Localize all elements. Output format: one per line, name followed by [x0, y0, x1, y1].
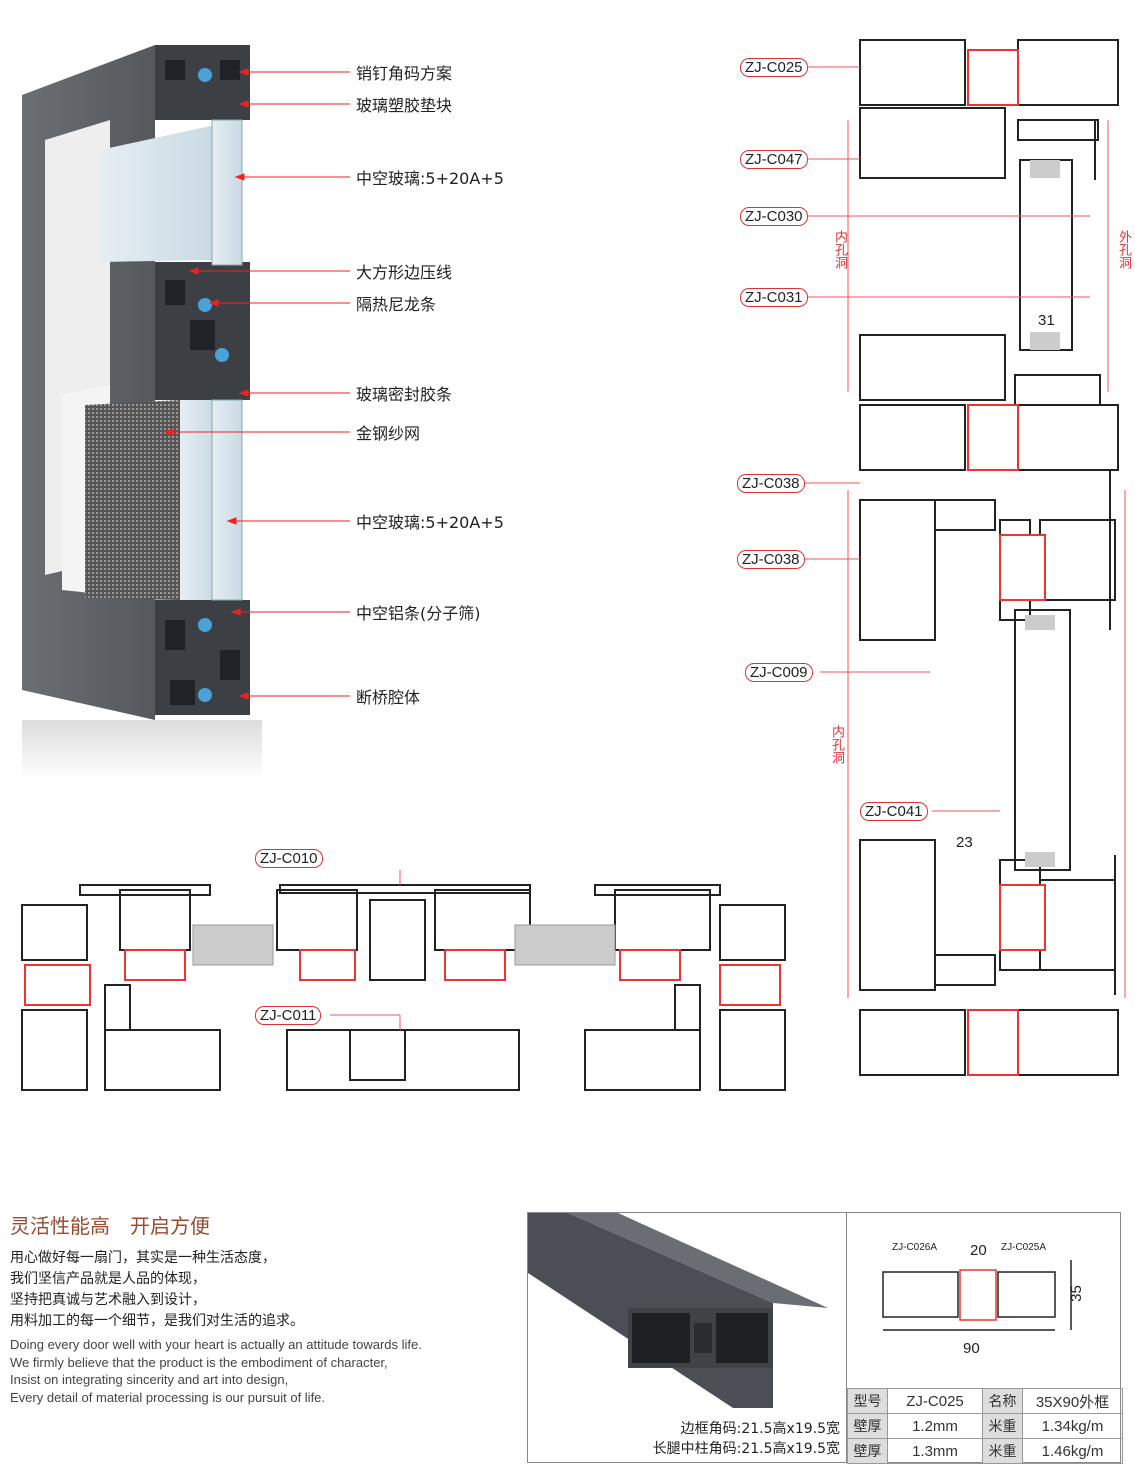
profile-code-label: ZJ-C041	[860, 802, 928, 821]
intro-cn-line: 我们坚信产品就是人品的体现，	[10, 1271, 206, 1287]
corner-spec: 长腿中柱角码:21.5高x19.5宽	[652, 1441, 840, 1457]
callout-label: 销钉角码方案	[356, 64, 453, 83]
diagram-dim-width: 90	[963, 1340, 980, 1357]
diagram-right-code: ZJ-C025A	[1001, 1242, 1047, 1253]
diagram-left-code: ZJ-C026A	[892, 1242, 938, 1253]
inner-hole-label: 内孔洞	[832, 230, 847, 269]
profile-code-label: ZJ-C030	[740, 207, 808, 226]
section-heading: 灵活性能高 开启方便	[10, 1214, 210, 1238]
product-panel	[527, 1212, 1121, 1463]
corner-spec: 边框角码:21.5高x19.5宽	[680, 1421, 840, 1437]
intro-cn-line: 用心做好每一扇门，其实是一种生活态度，	[10, 1250, 276, 1266]
cell: 1.34kg/m	[1022, 1413, 1123, 1439]
cell: 米重	[982, 1413, 1023, 1439]
callout-label: 大方形边压线	[356, 263, 453, 282]
profile-code-label: ZJ-C010	[255, 849, 323, 868]
cell: 壁厚	[847, 1438, 888, 1464]
profile-photo	[528, 1213, 828, 1408]
cell: 名称	[982, 1388, 1023, 1414]
inner-hole-label: 内孔洞	[829, 725, 844, 764]
profile-code-label: ZJ-C011	[255, 1006, 322, 1025]
cell: 1.46kg/m	[1022, 1438, 1123, 1464]
intro-en-line: We firmly believe that the product is th…	[10, 1355, 388, 1370]
intro-en-line: Insist on integrating sincerity and art …	[10, 1372, 289, 1387]
intro-cn-line: 用料加工的每一个细节，是我们对生活的追求。	[10, 1313, 304, 1329]
diagram-dim-top: 20	[970, 1242, 987, 1259]
intro-cn-line: 坚持把真诚与艺术融入到设计，	[10, 1292, 206, 1308]
profile-diagram	[882, 1260, 1072, 1331]
vertical-section-drawing	[788, 39, 1126, 1076]
cell: 型号	[847, 1388, 888, 1414]
profile-code-label: ZJ-C009	[745, 663, 813, 682]
callout-label: 金钢纱网	[356, 424, 421, 443]
callout-label: 断桥腔体	[356, 688, 421, 707]
cell: 1.2mm	[887, 1413, 983, 1439]
intro-en-line: Doing every door well with your heart is…	[10, 1337, 422, 1352]
callout-label: 中空玻璃:5+20A+5	[356, 513, 504, 532]
callout-label: 隔热尼龙条	[356, 295, 437, 314]
window-section-render	[22, 45, 350, 780]
horizontal-section-drawing	[21, 870, 786, 1091]
diagram-dim-height: 35	[1067, 1285, 1085, 1302]
callout-label: 中空铝条(分子筛)	[356, 604, 481, 623]
outer-hole-label: 外孔洞	[1116, 230, 1131, 269]
callout-label: 玻璃塑胶垫块	[356, 96, 453, 115]
callout-label: 玻璃密封胶条	[356, 385, 453, 404]
panel-divider	[846, 1212, 847, 1463]
cell: ZJ-C025	[887, 1388, 983, 1414]
cell: 1.3mm	[887, 1438, 983, 1464]
cell: 35X90外框	[1022, 1388, 1123, 1414]
profile-code-label: ZJ-C025	[740, 58, 808, 77]
dimension-label: 23	[956, 834, 973, 851]
cell: 米重	[982, 1438, 1023, 1464]
profile-code-label: ZJ-C031	[740, 288, 808, 307]
profile-code-label: ZJ-C038	[737, 474, 805, 493]
profile-code-label: ZJ-C038	[737, 550, 805, 569]
callout-label: 中空玻璃:5+20A+5	[356, 169, 504, 188]
profile-code-label: ZJ-C047	[740, 150, 808, 169]
dimension-label: 31	[1038, 312, 1055, 329]
intro-en-line: Every detail of material processing is o…	[10, 1390, 326, 1405]
cell: 壁厚	[847, 1413, 888, 1439]
